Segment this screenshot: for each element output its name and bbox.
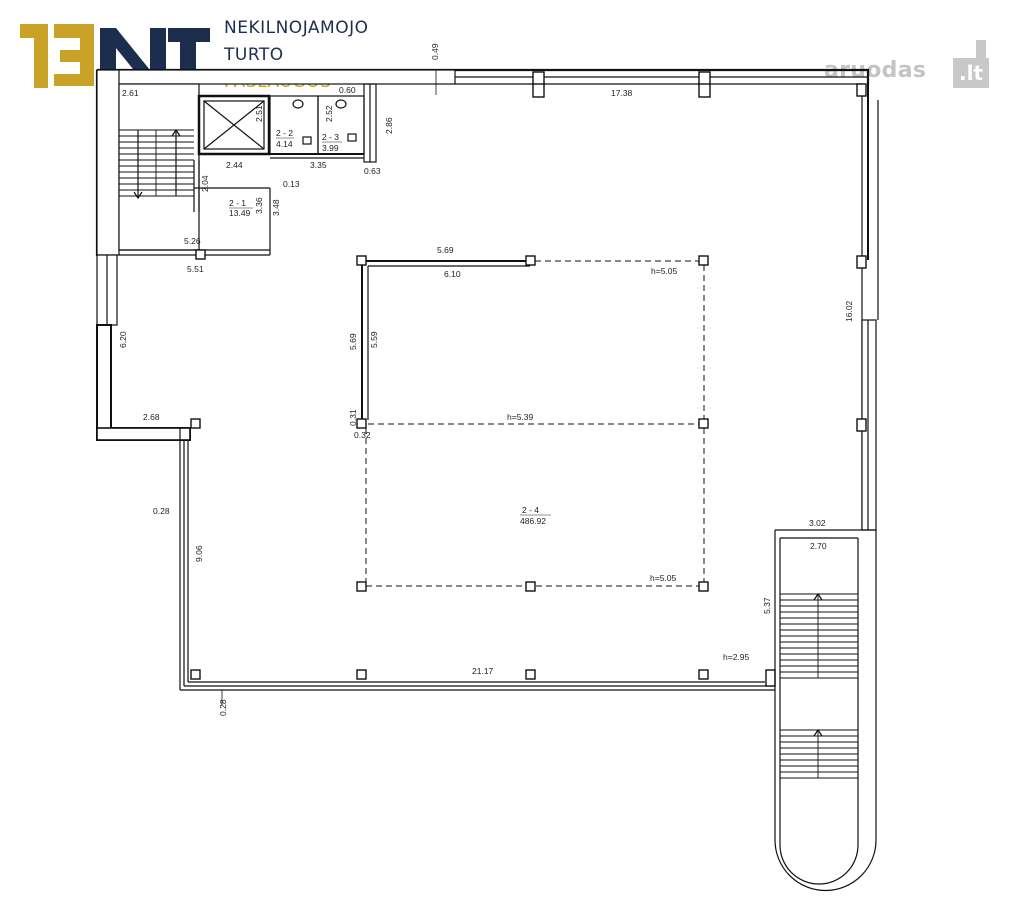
dim-label: 5.37 <box>762 597 772 614</box>
room-area: 3.99 <box>322 143 339 153</box>
dim-label: 2.70 <box>810 541 827 551</box>
height-label: h=5.05 <box>651 266 678 276</box>
logo-text-line-1: NEKILNOJAMOJO <box>224 18 369 38</box>
dim-label: 3.02 <box>809 518 826 528</box>
dim-label: 0.32 <box>354 430 371 440</box>
dim-label: 17.38 <box>611 88 633 98</box>
dim-label: 0.28 <box>218 699 228 716</box>
dim-label: 3.48 <box>271 199 281 216</box>
dim-label: 5.26 <box>184 236 201 246</box>
dim-label: 2.86 <box>384 117 394 134</box>
room-id: 2 - 1 <box>229 198 246 208</box>
room-area: 486.92 <box>520 516 546 526</box>
room-id: 2 - 4 <box>522 505 539 515</box>
dim-label: 6.20 <box>118 331 128 348</box>
room-area: 4.14 <box>276 139 293 149</box>
dim-label: 3.35 <box>310 160 327 170</box>
room-id: 2 - 2 <box>276 128 293 138</box>
dim-label: 0.13 <box>283 179 300 189</box>
dim-label: 21.17 <box>472 666 494 676</box>
dim-label: 0.49 <box>430 43 440 60</box>
height-label: h=5.39 <box>507 412 534 422</box>
dim-label: 5.69 <box>348 333 358 350</box>
dim-label: 2.51 <box>254 105 264 122</box>
dim-label: 3.36 <box>254 197 264 214</box>
dim-label: 0.28 <box>153 506 170 516</box>
dim-label: 9.06 <box>194 545 204 562</box>
dim-label: 5.69 <box>437 245 454 255</box>
dim-label: 16.02 <box>844 300 854 322</box>
dim-label: 5.51 <box>187 264 204 274</box>
dim-label: 2.04 <box>200 175 210 192</box>
dim-label: 6.10 <box>444 269 461 279</box>
dim-label: 0.60 <box>339 85 356 95</box>
dim-label: 0.31 <box>348 409 358 426</box>
watermark-suffix: .lt <box>953 58 989 88</box>
room-id: 2 - 3 <box>322 132 339 142</box>
watermark-house-icon <box>976 40 986 60</box>
dim-label: 2.44 <box>226 160 243 170</box>
height-label: h=2.95 <box>723 652 750 662</box>
dim-label: 0.63 <box>364 166 381 176</box>
dim-label: 5.59 <box>369 331 379 348</box>
room-area: 13.49 <box>229 208 251 218</box>
dim-label: 2.61 <box>122 88 139 98</box>
dim-label: 2.52 <box>324 105 334 122</box>
height-label: h=5.05 <box>650 573 677 583</box>
logo-text-line-2: TURTO <box>224 45 284 65</box>
dim-label: 2.68 <box>143 412 160 422</box>
